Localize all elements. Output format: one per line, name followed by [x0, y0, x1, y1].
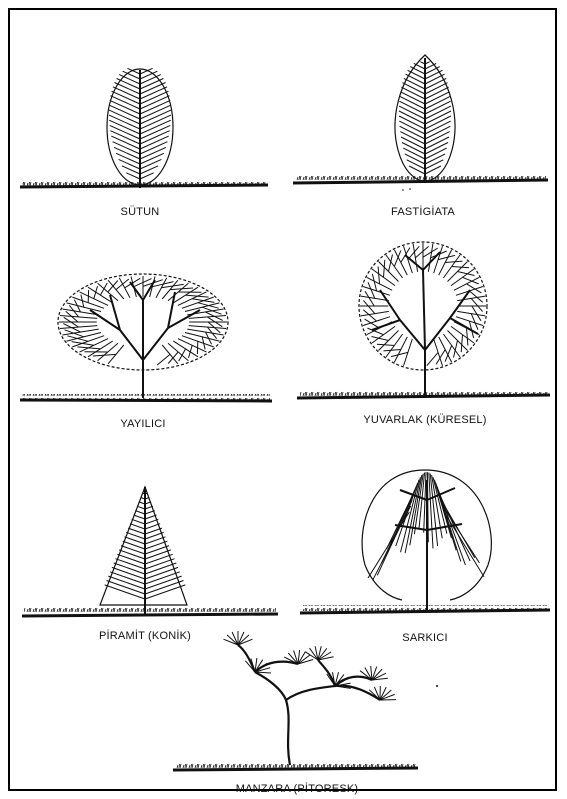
tree-label-manzara: MANZARA (PİTORESK): [236, 783, 359, 795]
ground-line: [300, 605, 550, 613]
tree-piramit: [22, 487, 278, 616]
ground-line: [22, 608, 278, 616]
tree-label-yayilici: YAYILICI: [120, 418, 165, 430]
tree-label-sarkici: SARKICI: [402, 632, 447, 644]
tree-label-fastigiata: FASTİGİATA: [391, 206, 455, 218]
tree-yayilici: [20, 274, 272, 401]
tree-label-sutun: SÜTUN: [121, 206, 160, 218]
ground-line: [20, 394, 272, 401]
tree-sutun: [20, 68, 268, 188]
tree-yuvarlak: [297, 242, 550, 398]
tree-sarkici: [300, 470, 550, 613]
ground-line: [297, 390, 550, 398]
tree-label-piramit: PİRAMİT (KONİK): [99, 630, 191, 642]
tree-fastigiata: [293, 55, 548, 183]
tree-label-yuvarlak: YUVARLAK (KÜRESEL): [363, 414, 486, 426]
ground-line: [173, 762, 418, 770]
ground-line: [293, 175, 548, 183]
ground-line: [20, 180, 268, 187]
tree-manzara: [173, 631, 418, 770]
